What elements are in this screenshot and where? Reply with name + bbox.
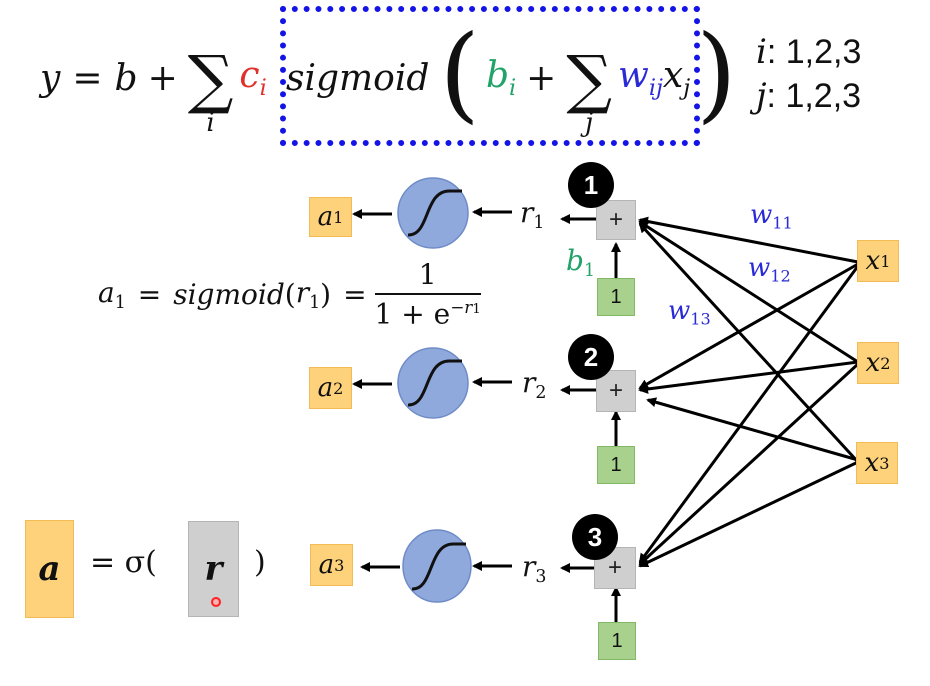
index-range-j: j: 1,2,3 xyxy=(756,76,862,116)
vector-a-box: a xyxy=(25,520,74,618)
edge-x2-to-n2 xyxy=(638,360,859,394)
edge-x1-to-n3 xyxy=(638,265,860,564)
sum-over-i: ∑ i xyxy=(188,48,234,138)
bias-label-b1: b1 xyxy=(566,244,595,282)
eq-open-paren: ( xyxy=(439,12,480,134)
edge-x3-to-n3 xyxy=(638,460,859,568)
weight-w13: w13 xyxy=(668,296,711,329)
eq-plus: + xyxy=(147,57,178,99)
sigmoid-curve-icon xyxy=(407,359,462,407)
edge-x3-to-n2 xyxy=(646,397,859,462)
eq-equals: = xyxy=(72,57,103,99)
sigmoid-curve-icon xyxy=(411,542,466,591)
plus-icon: + xyxy=(608,377,623,404)
sigmoid-curve-icon xyxy=(407,189,462,237)
neuron-badge-2: 2 xyxy=(568,334,614,380)
edge-x3-to-n1 xyxy=(638,222,860,464)
edge-x1-to-n1 xyxy=(638,216,859,264)
sum-symbol-inner: ∑ xyxy=(566,43,613,117)
r1-label: r1 xyxy=(520,196,545,234)
sum-index-j: j xyxy=(585,108,594,138)
bias-input-1: 1 xyxy=(597,278,635,316)
sigmoid-definition: a1 = sigmoid ( r1 ) = 1 1 + e−r1 xyxy=(98,258,481,330)
def-numerator: 1 xyxy=(374,258,481,295)
edge-x1-to-n2 xyxy=(638,262,859,390)
sum-index-i: i xyxy=(206,108,215,138)
eq-w-ij: wij xyxy=(618,55,663,101)
eq-close-paren: ) xyxy=(696,12,737,134)
r2-label: r2 xyxy=(522,366,547,404)
edge-x2-to-n3 xyxy=(638,362,860,566)
def-a1: a1 xyxy=(98,275,126,313)
neuron-badge-1: 1 xyxy=(568,162,614,208)
vector-close: ) xyxy=(254,545,266,580)
eq-c-i: ci xyxy=(239,55,267,101)
vector-eq: = σ( xyxy=(90,545,157,580)
index-ranges: i: 1,2,3 j: 1,2,3 xyxy=(756,30,861,118)
sigmoid-node-3 xyxy=(402,529,472,603)
neuron-badge-3: 3 xyxy=(572,514,618,560)
sum-over-j: ∑ j xyxy=(566,48,612,138)
sigmoid-expression: sigmoid ( bi + ∑ j wij xj ) xyxy=(286,8,737,148)
eq-y: y xyxy=(40,57,61,99)
def-r1: r1 xyxy=(295,275,321,313)
def-eq2: = xyxy=(343,277,367,311)
edge-x2-to-n1 xyxy=(638,220,859,364)
sum-node-2: + xyxy=(596,370,636,412)
eq-b-i: bi xyxy=(485,55,517,101)
bias-input-2: 1 xyxy=(597,446,635,484)
plus-icon: + xyxy=(607,554,622,581)
def-open: ( xyxy=(284,277,296,311)
def-close: ) xyxy=(320,277,332,311)
sigmoid-highlight-box xyxy=(280,6,700,146)
sum-node-1: + xyxy=(596,200,636,240)
weight-w11: w11 xyxy=(750,200,793,233)
r3-label: r3 xyxy=(522,550,547,588)
sigmoid-node-2 xyxy=(397,347,469,419)
weight-w12: w12 xyxy=(748,253,791,286)
eq-sigmoid: sigmoid xyxy=(286,57,430,99)
top-equation: y = b + ∑ i ci xyxy=(40,8,267,148)
vector-r-label: r xyxy=(204,549,223,589)
def-fraction: 1 1 + e−r1 xyxy=(374,258,481,331)
def-func: sigmoid xyxy=(173,277,285,311)
pointer-cursor-icon xyxy=(211,597,221,607)
def-denominator: 1 + e−r1 xyxy=(374,297,481,331)
vector-a-label: a xyxy=(38,549,61,589)
eq-x-j: xj xyxy=(662,55,691,101)
eq-b: b xyxy=(114,57,138,99)
def-eq1: = xyxy=(137,277,162,311)
eq-plus-inner: + xyxy=(526,57,557,99)
index-range-i: i: 1,2,3 xyxy=(756,32,862,72)
plus-icon: + xyxy=(608,206,623,233)
sum-symbol: ∑ xyxy=(187,43,234,117)
sigmoid-node-1 xyxy=(397,177,469,249)
bias-input-3: 1 xyxy=(598,622,636,660)
